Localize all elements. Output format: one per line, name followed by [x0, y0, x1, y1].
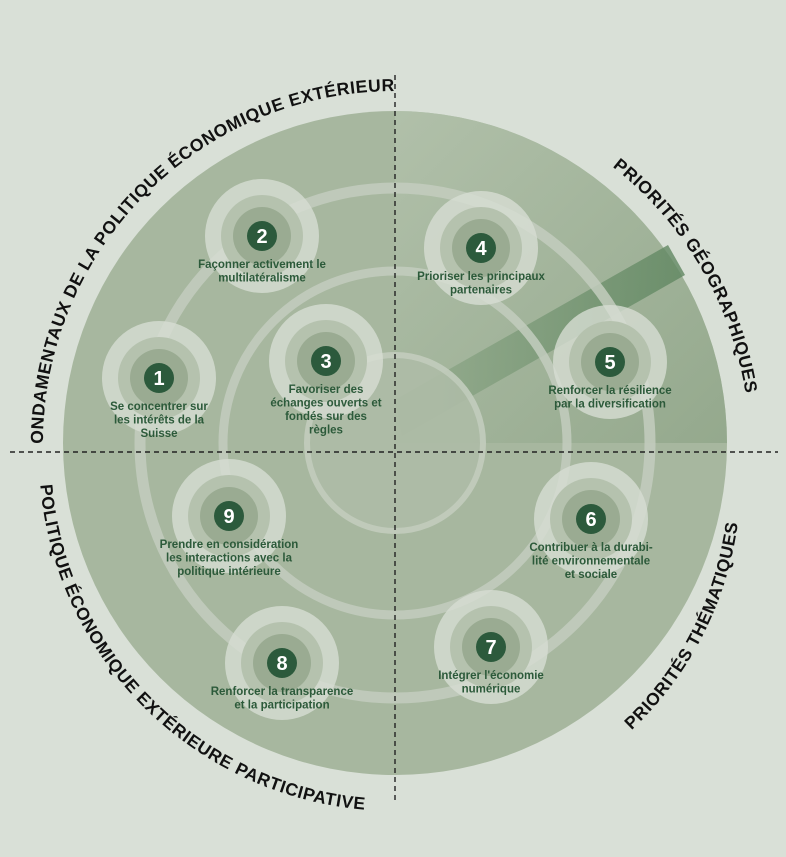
node-label-line: Intégrer l'économie [438, 670, 544, 682]
node-label-line: Renforcer la résilience [548, 385, 671, 397]
node-number: 2 [256, 226, 267, 248]
node-label-line: les intérêts de la [114, 415, 205, 427]
node-label: Contribuer à la durabi-lité environnemen… [529, 542, 652, 581]
node-label-line: Se concentrer sur [110, 401, 208, 413]
number-badge [267, 648, 297, 678]
number-badge [214, 501, 244, 531]
node-label-line: et sociale [565, 569, 617, 581]
node-label: Renforcer la transparence et la participa… [211, 686, 354, 712]
node-number: 8 [276, 653, 287, 675]
node-label-line: par la diversification [554, 399, 666, 411]
number-badge [595, 347, 625, 377]
node-label-line: politique intérieure [177, 566, 281, 578]
node-label: Façonner activement le multilatéralisme [198, 259, 326, 285]
node-number: 5 [604, 352, 615, 374]
node-label: Renforcer la résilience par la diversific… [548, 385, 671, 411]
node-number: 6 [585, 509, 596, 531]
node-label-line: Suisse [140, 428, 177, 440]
node-number: 9 [223, 506, 234, 528]
number-badge [576, 504, 606, 534]
node-label-line: lité environnementale [532, 556, 650, 568]
number-badge [247, 221, 277, 251]
node-label: Intégrer l'économie numérique [438, 670, 544, 696]
node-label-line: Prendre en considération [160, 539, 299, 551]
node-label-line: Façonner activement le [198, 259, 326, 271]
number-badge [466, 233, 496, 263]
node-label-line: fondés sur des [285, 411, 367, 423]
node-number: 1 [153, 368, 164, 390]
node-label-line: échanges ouverts et [270, 398, 381, 410]
node-label-line: multilatéralisme [218, 273, 306, 285]
node-label-line: et la participation [234, 700, 329, 712]
node-label-line: partenaires [450, 285, 512, 297]
number-badge [476, 632, 506, 662]
number-badge [144, 363, 174, 393]
node-number: 7 [485, 637, 496, 659]
node-label-line: Favoriser des [289, 384, 364, 396]
node-label-line: les interactions avec la [166, 553, 293, 565]
node-label-line: Contribuer à la durabi- [529, 542, 652, 554]
node-label: Prioriser les principaux partenaires [417, 271, 545, 297]
node-label-line: Prioriser les principaux [417, 271, 545, 283]
node-label-line: Renforcer la transparence [211, 686, 354, 698]
number-badge [311, 346, 341, 376]
node-number: 4 [475, 238, 487, 260]
node-number: 3 [320, 351, 331, 373]
node-label-line: numérique [462, 684, 521, 696]
node-label-line: règles [309, 425, 343, 437]
node-label: Prendre en considération les interactions… [160, 539, 299, 578]
